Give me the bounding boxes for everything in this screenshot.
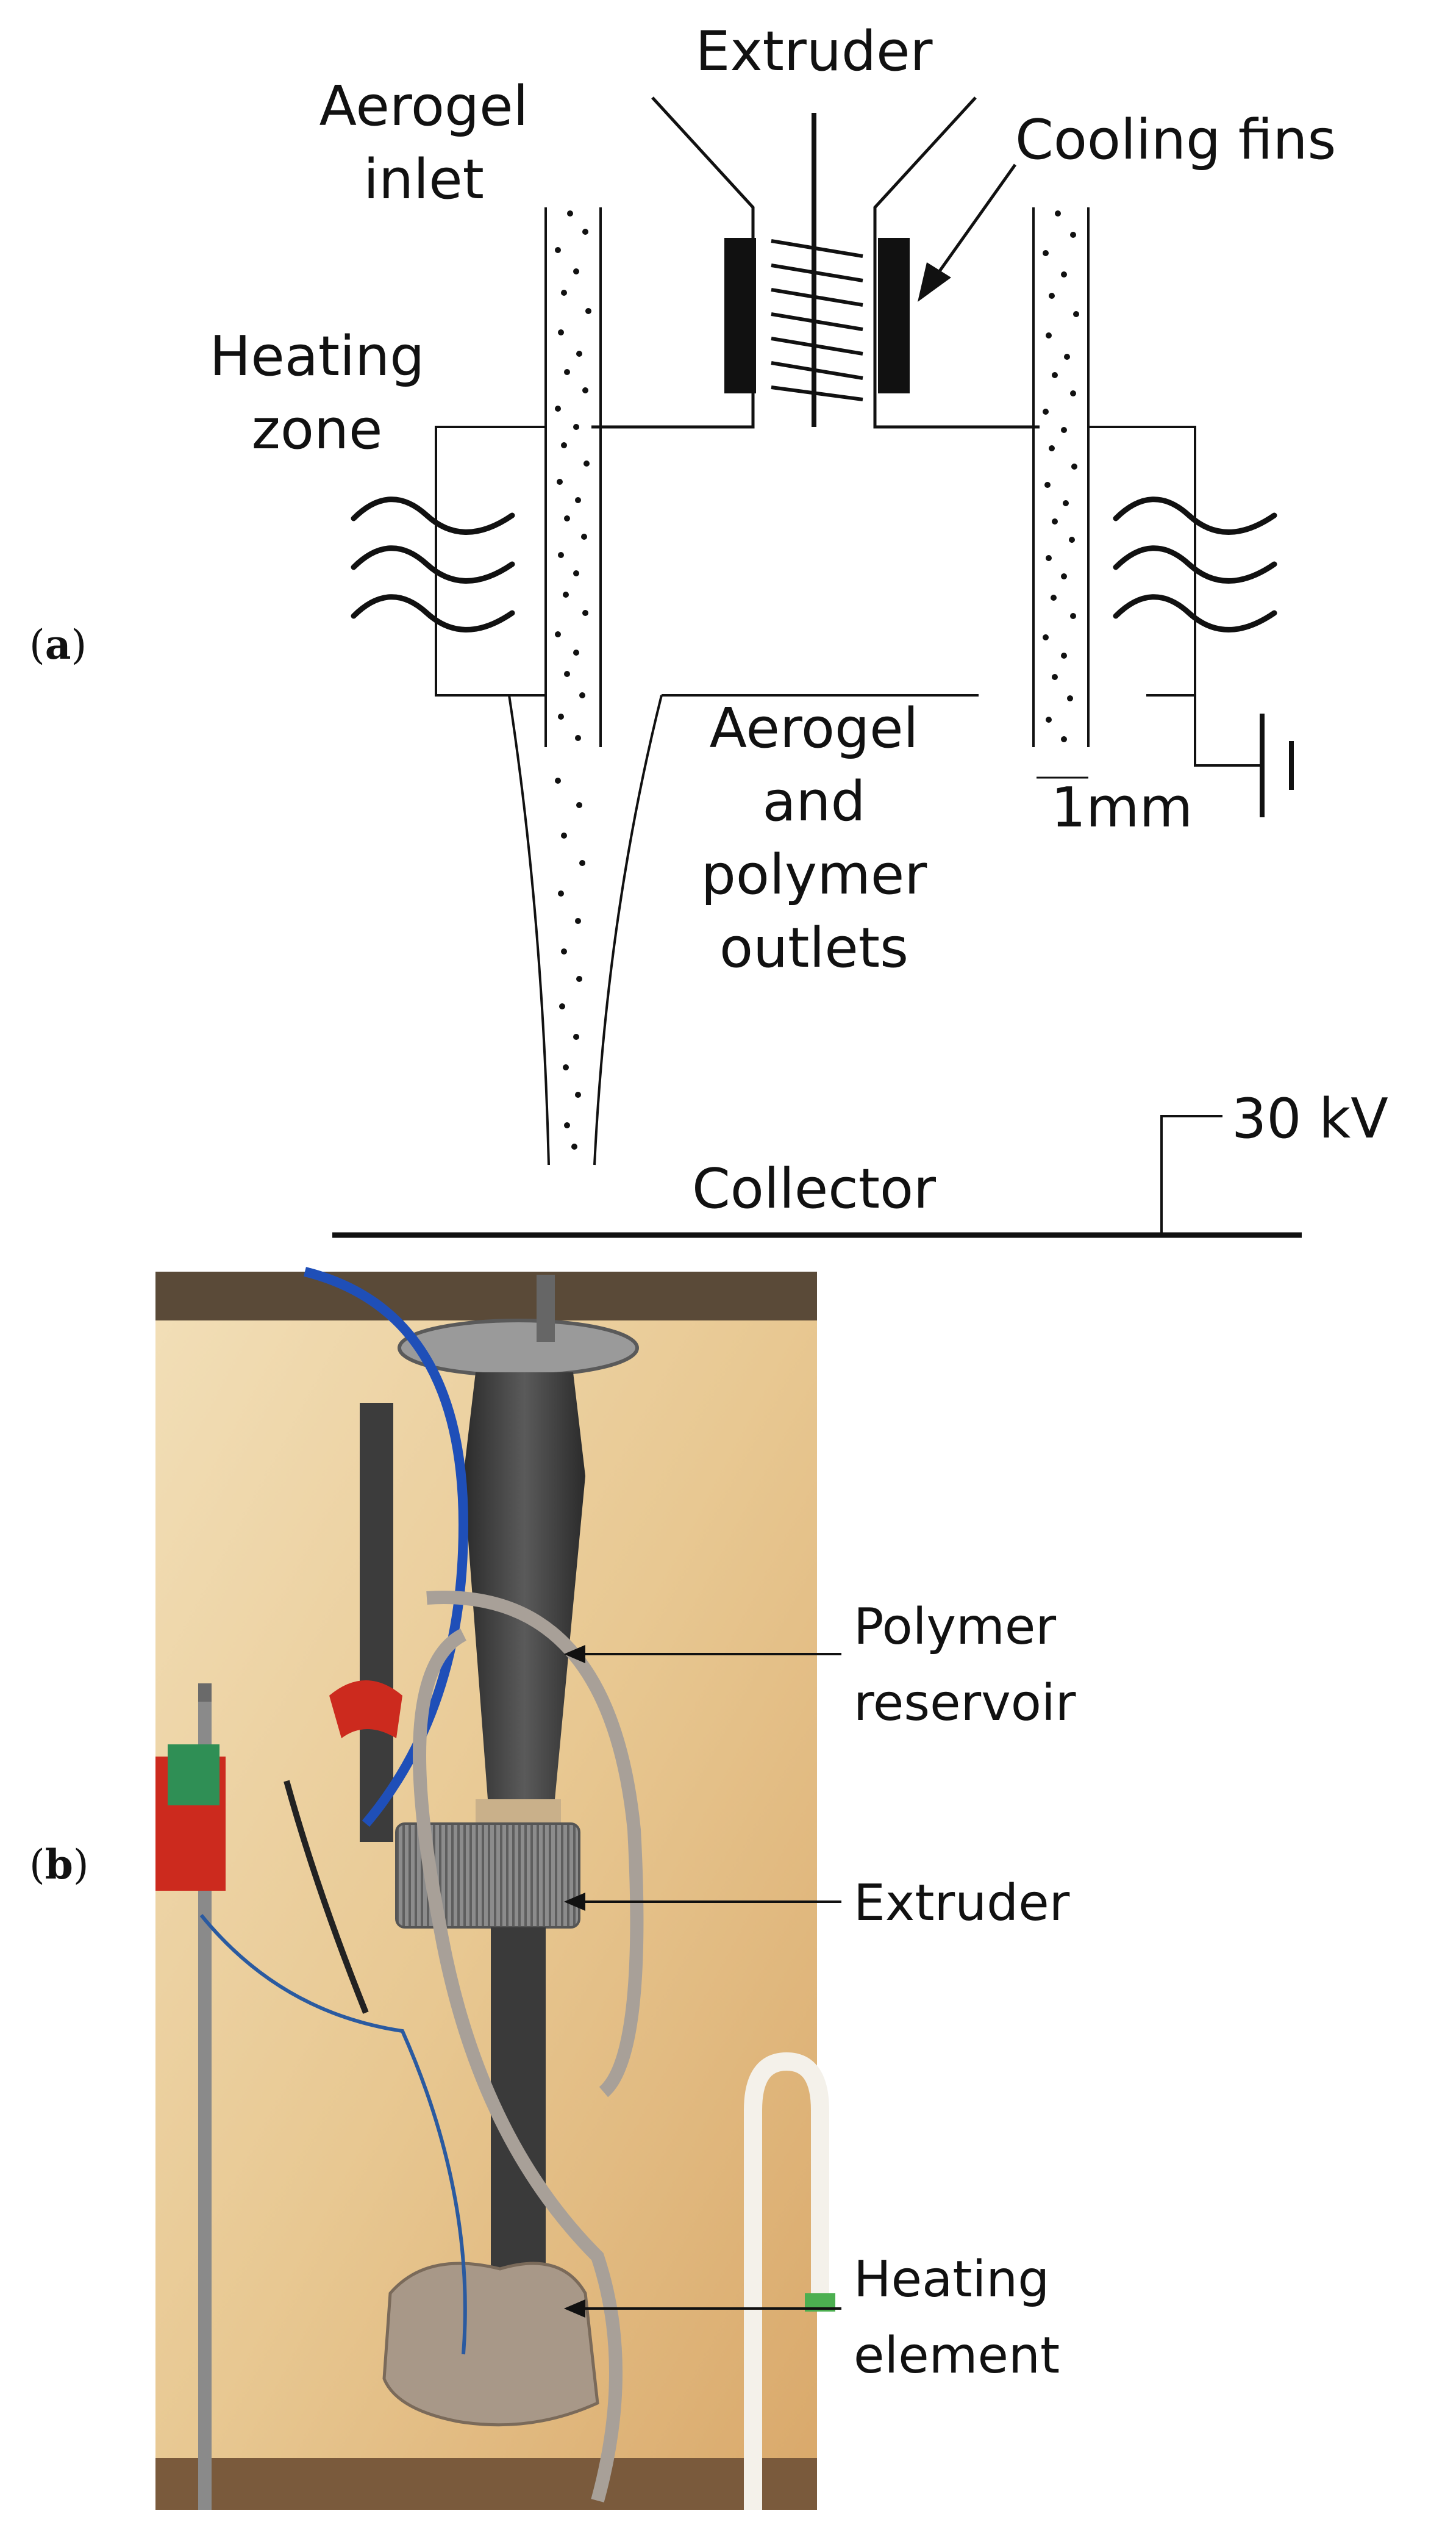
stand-rod-cap — [198, 1683, 212, 1702]
extruder-funnel-right — [873, 96, 1040, 429]
polymer-reservoir-body — [463, 1372, 585, 1799]
right-heat-waves — [1113, 496, 1277, 632]
collector-label: Collector — [692, 1157, 936, 1221]
green-connector — [168, 1744, 219, 1805]
heating-element-wrap — [382, 2262, 599, 2427]
panel-a-label: (a) — [29, 621, 87, 668]
panel-b-photo: (b) — [29, 1267, 1076, 2510]
polymer-reservoir-label-line1: Polymer — [854, 1598, 1056, 1656]
extruder-arrowhead — [563, 1892, 585, 1911]
photo-top-shelf — [155, 1272, 817, 1320]
polymer-reservoir-arrowhead — [563, 1644, 585, 1664]
outlets-label-line2: and — [762, 770, 865, 834]
cooling-fin-left — [724, 238, 756, 393]
jet-cone-left — [508, 695, 550, 1166]
cooling-fins-arrow-line — [931, 163, 1017, 282]
photo-bench — [155, 2458, 817, 2510]
glass-tube — [744, 2052, 829, 2510]
top-spindle — [537, 1275, 555, 1342]
right-heating-zone-box — [1088, 426, 1196, 697]
photo-annotations — [563, 1644, 841, 2318]
stand-rod — [198, 1696, 212, 2510]
polymer-reservoir-label-line2: reservoir — [854, 1674, 1076, 1732]
heating-element-label-line2: element — [854, 2327, 1060, 2385]
outlets-label-line4: outlets — [719, 916, 908, 980]
aerogel-inlet-label-line2: inlet — [363, 148, 484, 212]
heating-zone-label-line1: Heating — [210, 324, 425, 389]
braided-hose — [413, 1628, 623, 2502]
heating-element-arrowhead — [563, 2299, 585, 2318]
panel-a-schematic: (a) Extruder Cooling fins Aerogel inlet … — [29, 20, 1388, 1238]
extruder-collar — [476, 1799, 561, 1827]
left-heating-zone-box — [435, 426, 546, 697]
extruder-label: Extruder — [696, 20, 933, 84]
aerogel-particles — [555, 210, 1079, 1150]
heating-element-label-line1: Heating — [854, 2251, 1049, 2309]
extruder-screw-threads — [771, 239, 863, 401]
heating-zone-label-line2: zone — [252, 398, 383, 462]
scale-bar-label: 1mm — [1051, 776, 1193, 840]
panel-b-label: (b) — [29, 1841, 89, 1888]
jet-cone-right — [593, 695, 663, 1166]
braided-hose-loop — [426, 1591, 644, 2097]
cooling-fins-arrowhead — [918, 262, 951, 302]
thin-blue-wire — [199, 1914, 467, 2355]
cooling-fins-label: Cooling fins — [1015, 108, 1336, 172]
voltage-label: 30 kV — [1232, 1087, 1388, 1151]
outlets-label-line3: polymer — [701, 843, 927, 907]
red-clamp — [329, 1680, 402, 1738]
ground-wire — [1194, 695, 1262, 767]
aerogel-inlet-label-line1: Aerogel — [319, 74, 529, 138]
thermocouple-lead — [284, 1780, 369, 2014]
support-tube — [360, 1403, 393, 1842]
cooling-fin-right — [878, 238, 910, 393]
outlets-label-line1: Aerogel — [710, 697, 919, 761]
left-heat-waves — [351, 496, 515, 632]
high-voltage-wire — [1160, 1115, 1222, 1235]
extruder-photo-label: Extruder — [854, 1874, 1070, 1932]
